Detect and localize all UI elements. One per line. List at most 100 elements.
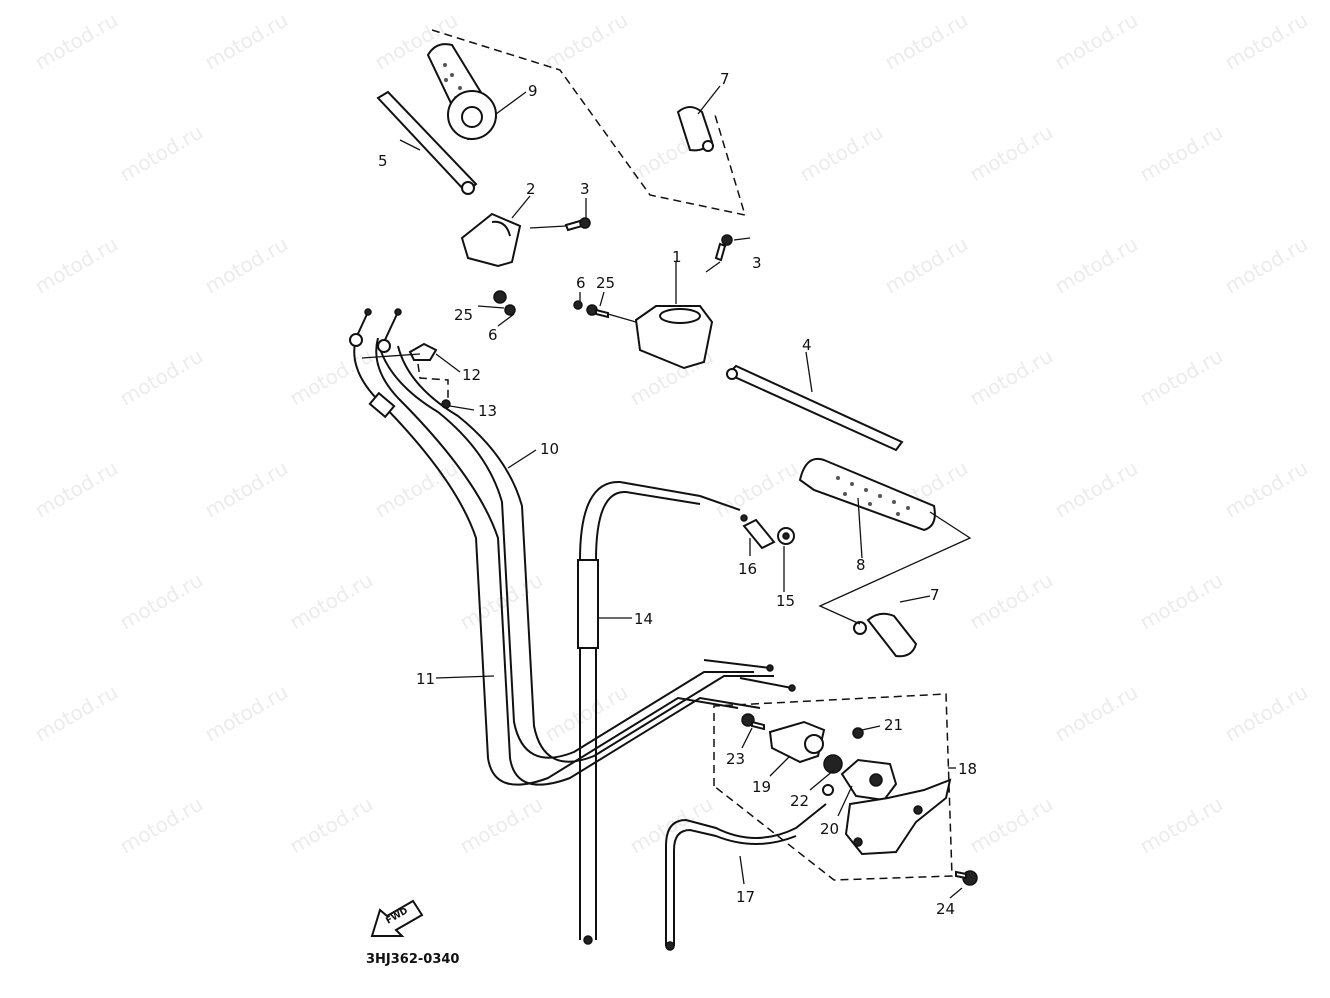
nut-part <box>573 300 583 310</box>
group-outline-top <box>431 29 747 216</box>
part-label-3-left: 3 <box>580 180 590 198</box>
watermark-text: motod.ru <box>201 232 292 299</box>
screw-part <box>852 727 864 739</box>
part-label-25-right: 25 <box>596 274 615 292</box>
watermark-text: motod.ru <box>1051 232 1142 299</box>
watermark-text: motod.ru <box>1221 232 1312 299</box>
handlebar-grip-part <box>798 458 936 532</box>
watermark-text: motod.ru <box>1051 456 1142 523</box>
watermark-text: motod.ru <box>201 8 292 75</box>
cable-guide-part <box>408 342 438 361</box>
handlebar-pipe-part <box>726 364 904 452</box>
part-label-25-left: 25 <box>454 306 473 324</box>
locknut-part <box>777 527 795 545</box>
part-label-6-right: 6 <box>576 274 586 292</box>
watermark-text: motod.ru <box>201 456 292 523</box>
throttle-housing-part <box>460 212 522 268</box>
watermark-text: motod.ru <box>1136 568 1227 635</box>
watermark-text: motod.ru <box>881 232 972 299</box>
watermark-text: motod.ru <box>116 568 207 635</box>
throttle-cables <box>349 308 796 786</box>
part-label-13: 13 <box>478 402 497 420</box>
part-label-7-top: 7 <box>720 70 730 88</box>
watermark-text: motod.ru <box>116 792 207 859</box>
watermark-text: motod.ru <box>31 456 122 523</box>
drawing-code: 3HJ362-0340 <box>366 952 459 967</box>
part-label-15: 15 <box>776 592 795 610</box>
part-label-2: 2 <box>526 180 536 198</box>
part-label-1: 1 <box>672 248 682 266</box>
watermark-text: motod.ru <box>966 792 1057 859</box>
part-label-4: 4 <box>802 336 812 354</box>
bar-end-weight-top <box>676 106 714 152</box>
bar-end-weight-bottom <box>853 612 918 658</box>
adjuster-part <box>742 518 776 550</box>
watermark-text: motod.ru <box>116 344 207 411</box>
watermark-text: motod.ru <box>1136 344 1227 411</box>
watermark-text: motod.ru <box>966 120 1057 187</box>
watermark-text: motod.ru <box>1136 792 1227 859</box>
switch-housing-part <box>634 305 714 370</box>
part-label-19: 19 <box>752 778 771 796</box>
throttle-pipe-part <box>376 90 478 195</box>
watermark-text: motod.ru <box>966 568 1057 635</box>
group-link-12-13 <box>417 363 449 398</box>
part-label-10: 10 <box>540 440 559 458</box>
watermark-text: motod.ru <box>31 680 122 747</box>
washer-part <box>823 754 843 774</box>
bolt-part <box>955 870 978 886</box>
watermark-text: motod.ru <box>1221 456 1312 523</box>
watermark-layer: motod.ru motod.ru motod.ru motod.ru motod.ru… <box>31 8 1312 859</box>
watermark-text: motod.ru <box>1221 680 1312 747</box>
screw-part <box>586 304 609 319</box>
watermark-text: motod.ru <box>541 8 632 75</box>
screw-part <box>564 217 591 232</box>
watermark-text: motod.ru <box>796 120 887 187</box>
watermark-text: motod.ru <box>286 344 377 411</box>
screw-part <box>714 234 733 262</box>
watermark-text: motod.ru <box>371 456 462 523</box>
watermark-text: motod.ru <box>541 680 632 747</box>
bracket-part <box>844 778 952 856</box>
watermark-text: motod.ru <box>1221 8 1312 75</box>
watermark-text: motod.ru <box>201 680 292 747</box>
part-label-12: 12 <box>462 366 481 384</box>
leader-lines <box>361 85 963 899</box>
part-label-3-right: 3 <box>752 254 762 272</box>
watermark-text: motod.ru <box>1051 8 1142 75</box>
watermark-text: motod.ru <box>966 344 1057 411</box>
watermark-text: motod.ru <box>711 456 802 523</box>
part-label-16: 16 <box>738 560 757 578</box>
watermark-text: motod.ru <box>1051 680 1142 747</box>
part-label-8: 8 <box>856 556 866 574</box>
part-label-22: 22 <box>790 792 809 810</box>
part-label-23: 23 <box>726 750 745 768</box>
watermark-text: motod.ru <box>456 792 547 859</box>
part-label-9: 9 <box>528 82 538 100</box>
part-label-24: 24 <box>936 900 955 918</box>
screw-part <box>493 290 507 304</box>
bolt-part <box>741 713 765 731</box>
part-label-20: 20 <box>820 820 839 838</box>
part-label-14: 14 <box>634 610 653 628</box>
watermark-text: motod.ru <box>31 232 122 299</box>
part-label-6-left: 6 <box>488 326 498 344</box>
starter-cable <box>665 784 834 951</box>
part-label-17: 17 <box>736 888 755 906</box>
fwd-arrow-icon: FWD <box>370 899 424 937</box>
part-label-21: 21 <box>884 716 903 734</box>
watermark-text: motod.ru <box>286 792 377 859</box>
lever-part <box>768 720 826 764</box>
part-label-5: 5 <box>378 152 388 170</box>
group-outline-right <box>818 511 972 625</box>
watermark-text: motod.ru <box>881 8 972 75</box>
part-label-18: 18 <box>958 760 977 778</box>
watermark-text: motod.ru <box>31 8 122 75</box>
throttle-grip-part <box>426 43 498 141</box>
watermark-text: motod.ru <box>116 120 207 187</box>
watermark-text: motod.ru <box>286 568 377 635</box>
part-label-11: 11 <box>416 670 435 688</box>
nut-part <box>504 304 516 316</box>
holder-part <box>840 758 898 802</box>
